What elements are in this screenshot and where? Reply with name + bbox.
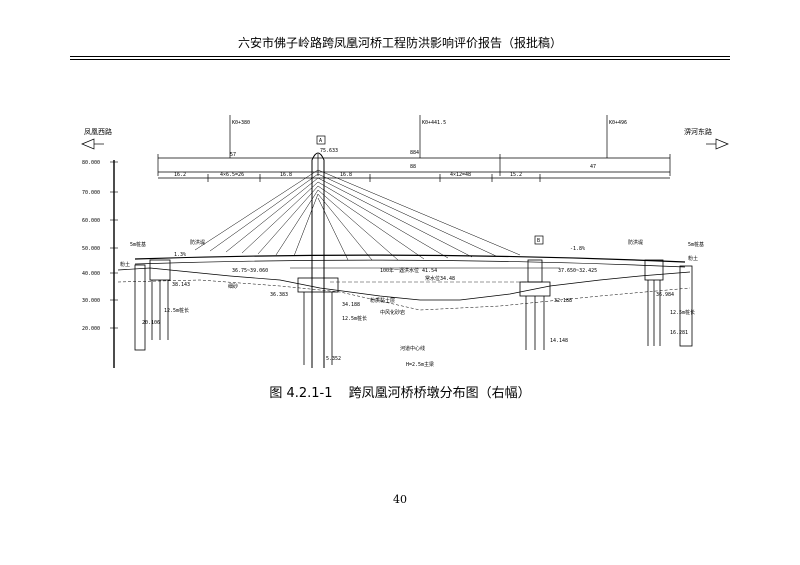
sub-span-label: 4×12=48: [450, 172, 471, 178]
elev-tick: 50.000: [82, 246, 100, 252]
level-b: 37.650~32.425: [558, 268, 597, 274]
pier-mark: A: [319, 138, 322, 144]
elev-tick: 70.000: [82, 190, 100, 196]
header-rule-thin: [70, 59, 730, 60]
elev-label: 32.188: [554, 298, 572, 304]
figure-title: 跨凤凰河桥桥墩分布图（右幅）: [348, 386, 531, 401]
strata-left: 粉土: [120, 261, 130, 268]
anchor-label: 5m桩基: [688, 241, 704, 248]
page-header: 六安市佛子岭路跨凤凰河桥工程防洪影响评价报告（报批稿）: [237, 36, 562, 50]
elev-label: 20.106: [142, 320, 160, 326]
station-label: K0+496: [609, 120, 627, 126]
elev-label: 36.383: [270, 292, 288, 298]
elev-label: 16.281: [670, 330, 688, 336]
right-direction-label: 淠河东路: [684, 127, 712, 136]
grade-right: -1.8%: [570, 246, 585, 252]
sub-span-label: 4×6.5=26: [220, 172, 244, 178]
level-a: 36.75~39.060: [232, 268, 268, 274]
bridge-elevation-drawing: 80.000 70.000 60.000 50.000 40.000 30.00…: [81, 115, 729, 368]
elev-tick: 40.000: [82, 271, 100, 277]
elev-tick: 60.000: [82, 218, 100, 224]
normal-level: 常水位34.48: [425, 275, 455, 282]
pile-label: 12.5m桩长: [342, 315, 367, 322]
elev-label: 14.148: [550, 338, 568, 344]
grade-left: 1.3%: [174, 252, 186, 258]
elev-tick: 30.000: [82, 298, 100, 304]
center-note: H=2.5m主梁: [406, 361, 434, 368]
embank-right: 防洪堤: [628, 239, 643, 246]
elev-label: 34.188: [342, 302, 360, 308]
elev-label: 5.352: [326, 356, 341, 362]
span-label: 884: [410, 150, 419, 156]
elev-label: 36.984: [656, 292, 674, 298]
strata-right: 粉土: [688, 255, 698, 262]
header-rule-thick: [70, 56, 730, 57]
pier-mark: B: [537, 238, 540, 244]
river-center-label: 河道中心线: [400, 345, 425, 352]
clay-label: 细砂: [228, 283, 238, 290]
figure-caption: 图 4.2.1-1 跨凤凰河桥桥墩分布图（右幅）: [0, 382, 800, 401]
sub-span-label: 16.8: [340, 172, 352, 178]
page-number: 40: [393, 493, 407, 506]
anchor-label: 5m桩基: [130, 241, 146, 248]
embank-left: 防洪堤: [190, 239, 205, 246]
layer-label: 中风化砂岩: [380, 309, 405, 316]
left-direction-label: 凤凰西路: [84, 127, 112, 136]
elev-label: 38.143: [172, 282, 190, 288]
elev-tick: 80.000: [82, 160, 100, 166]
pile-label: 12.5m桩长: [670, 309, 695, 316]
sub-span-label: 15.2: [510, 172, 522, 178]
elev-tick: 20.000: [82, 326, 100, 332]
station-label: K0+441.5: [422, 120, 446, 126]
span-label: 47: [590, 164, 596, 170]
tower-top-elev: 75.633: [320, 148, 338, 154]
span-label: 57: [230, 152, 236, 158]
sub-span-label: 16.8: [280, 172, 292, 178]
layer-label: 粉质黏土层: [370, 297, 395, 304]
flood-level: 100年一遇洪水位 41.54: [380, 267, 437, 274]
station-label: K0+380: [232, 120, 250, 126]
span-label: 88: [410, 164, 416, 170]
figure-number: 图 4.2.1-1: [269, 386, 333, 401]
sub-span-label: 16.2: [174, 172, 186, 178]
pile-label: 12.5m桩长: [164, 307, 189, 314]
